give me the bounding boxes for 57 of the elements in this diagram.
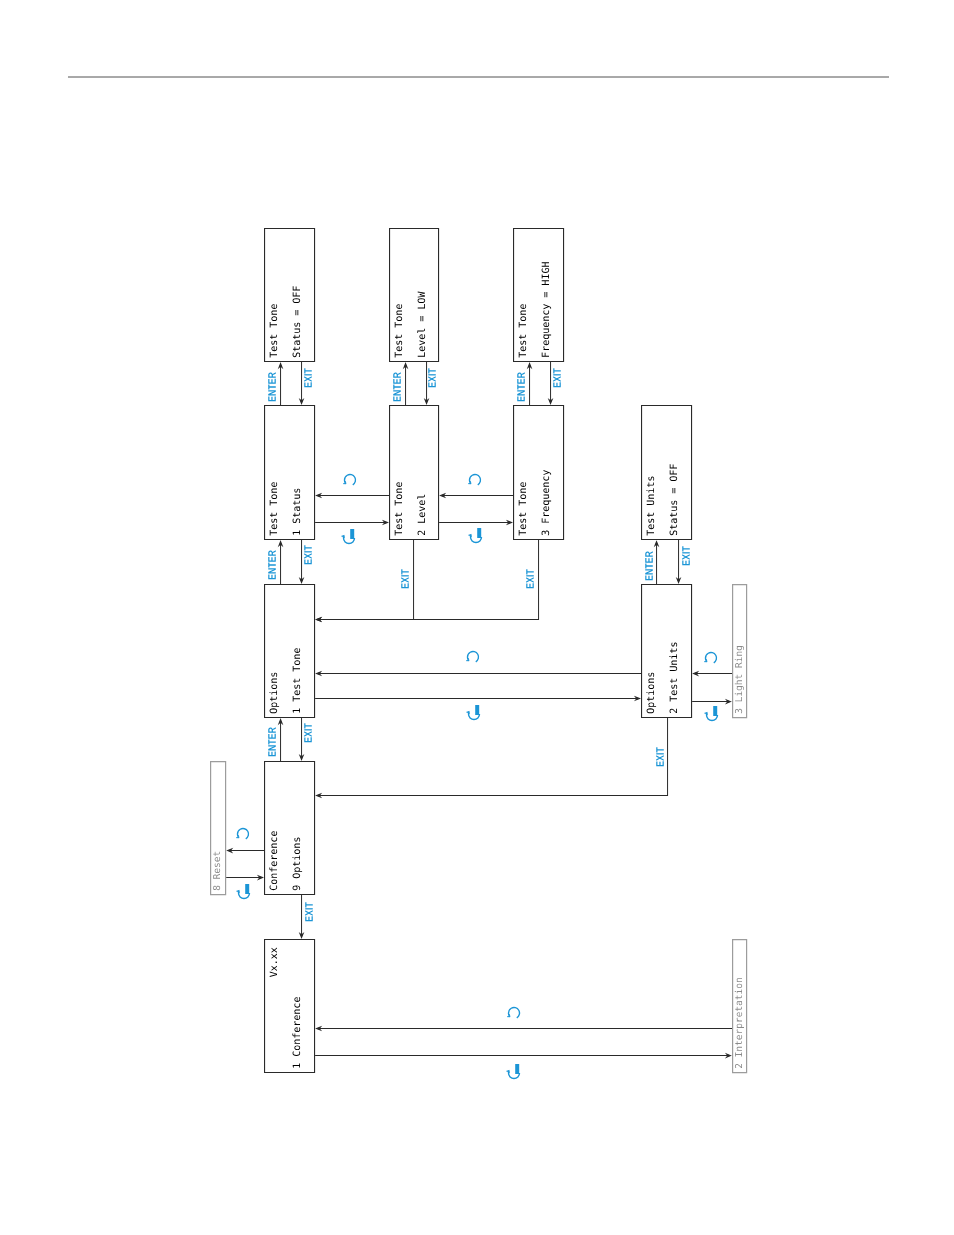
edge-label: ENTER <box>645 551 653 581</box>
arrow <box>278 362 283 406</box>
arrow <box>315 671 642 676</box>
arrow <box>299 361 304 405</box>
arrow <box>278 719 283 762</box>
arrow <box>315 539 540 622</box>
arrow <box>227 848 265 853</box>
menu-option-box: 2 Interpretation <box>732 939 748 1074</box>
display-box: Test Tone 3 Frequency <box>513 405 565 541</box>
display-box: Test Tone 1 Status <box>264 405 316 541</box>
arrow <box>299 717 304 761</box>
arrow <box>225 875 264 880</box>
edge-label: EXIT <box>304 368 312 388</box>
arrow <box>527 362 532 406</box>
arrow <box>548 361 553 405</box>
edge-label: ENTER <box>268 372 276 402</box>
arrow <box>424 361 429 405</box>
edge-label: EXIT <box>428 368 436 388</box>
edge-label: EXIT <box>553 368 561 388</box>
display-box: Test Tone Frequency = HIGH <box>513 228 565 363</box>
arrow <box>654 541 659 585</box>
arrow <box>299 539 304 584</box>
arrow <box>403 362 408 406</box>
edge-label: EXIT <box>304 545 312 565</box>
arrow <box>314 1053 732 1058</box>
arrow <box>691 699 732 704</box>
arrow <box>278 541 283 585</box>
arrow <box>439 493 514 498</box>
arrow <box>314 696 641 701</box>
menu-option-box: 3 Light Ring <box>732 584 748 719</box>
edge-label: ENTER <box>268 550 276 580</box>
display-box: Vx.xx 1 Conference <box>264 939 316 1074</box>
edge-label: ENTER <box>517 372 525 402</box>
display-box: Options 2 Test Units <box>641 584 693 719</box>
arrow <box>315 1026 733 1031</box>
display-box: Test Units Status = OFF <box>641 405 693 541</box>
edge-label: EXIT <box>304 723 312 743</box>
edge-label: EXIT <box>682 546 690 566</box>
edge-label: EXIT <box>305 902 313 922</box>
arrow <box>692 671 733 676</box>
display-box: Conference 9 Options <box>264 761 316 896</box>
arrow <box>438 520 513 525</box>
edge-label: EXIT <box>401 569 409 589</box>
display-box: Options 1 Test Tone <box>264 584 316 719</box>
edge-label: ENTER <box>268 727 276 757</box>
arrow <box>315 717 669 798</box>
arrow <box>299 894 304 939</box>
edge-label: EXIT <box>656 747 664 767</box>
arrow <box>315 493 390 498</box>
display-box: Test Tone 2 Level <box>389 405 440 541</box>
display-box: Test Tone Status = OFF <box>264 228 316 363</box>
arrow <box>676 539 681 584</box>
edge-label: EXIT <box>526 569 534 589</box>
arrow <box>314 520 389 525</box>
display-box: Test Tone Level = LOW <box>389 228 440 363</box>
edge-label: ENTER <box>393 372 401 402</box>
menu-option-box: 8 Reset <box>210 761 227 896</box>
